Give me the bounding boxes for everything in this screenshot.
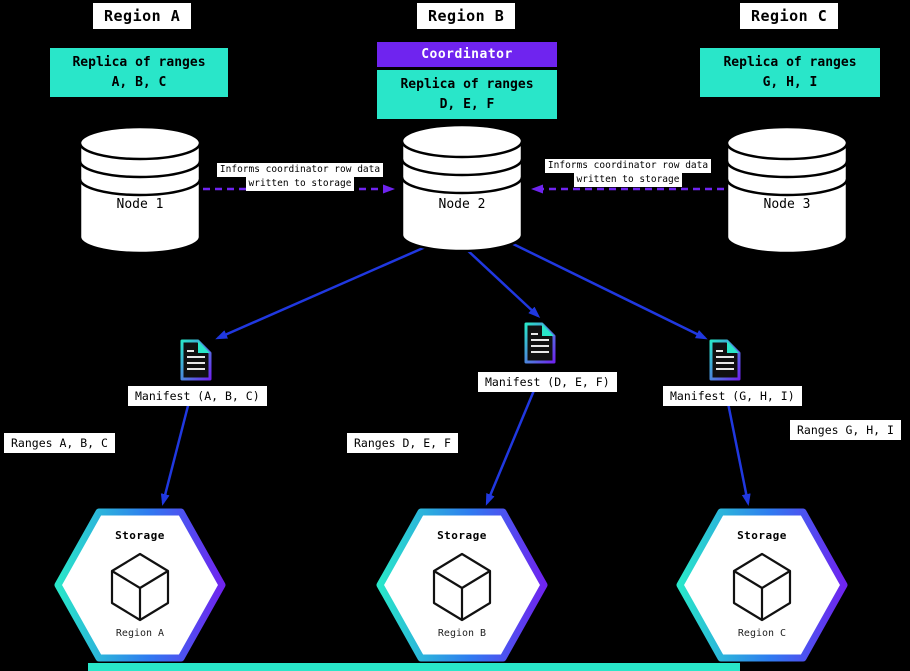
storage-c-region-label: Region C bbox=[737, 628, 787, 639]
manifest-c-document-icon bbox=[709, 339, 741, 381]
manifest-b-document-icon bbox=[524, 322, 556, 364]
node-1-database-icon bbox=[78, 125, 202, 255]
informs-note-right-line1: Informs coordinator row data bbox=[544, 159, 712, 173]
informs-note-left: Informs coordinator row data written to … bbox=[205, 163, 395, 191]
region-b-title: Region B bbox=[417, 3, 516, 29]
manifest-b-label: Manifest (D, E, F) bbox=[478, 372, 617, 392]
manifest-a-document-icon bbox=[180, 339, 212, 381]
manifest-c-to-storage-arrow bbox=[725, 397, 751, 506]
ranges-c-label: Ranges G, H, I bbox=[790, 420, 901, 440]
storage-b-title: Storage bbox=[437, 529, 487, 542]
manifest-a-to-storage-arrow bbox=[160, 397, 192, 506]
manifest-b-to-storage-arrow bbox=[485, 387, 537, 506]
node-3-label: Node 3 bbox=[763, 197, 811, 212]
storage-b-region-label: Region B bbox=[437, 628, 487, 639]
informs-note-left-line2: written to storage bbox=[245, 176, 355, 191]
storage-a-title: Storage bbox=[115, 529, 165, 542]
node-2-label: Node 2 bbox=[438, 197, 486, 212]
region-a-title: Region A bbox=[93, 3, 192, 29]
replica-box-region-a: Replica of ranges A, B, C bbox=[50, 48, 228, 97]
ranges-b-label: Ranges D, E, F bbox=[347, 433, 458, 453]
replica-title-a: Replica of ranges bbox=[72, 55, 206, 70]
node-2-database-icon bbox=[400, 123, 524, 253]
manifest-a-label: Manifest (A, B, C) bbox=[128, 386, 267, 406]
informs-note-right-line2: written to storage bbox=[573, 172, 683, 187]
replica-box-region-c: Replica of ranges G, H, I bbox=[700, 48, 880, 97]
replica-box-region-b: Replica of ranges D, E, F bbox=[377, 70, 557, 119]
informs-note-left-line1: Informs coordinator row data bbox=[216, 163, 384, 177]
replica-title-c: Replica of ranges bbox=[723, 55, 857, 70]
replica-ranges-a: A, B, C bbox=[111, 74, 167, 90]
node-3-database-icon bbox=[725, 125, 849, 255]
node2-to-manifest-c-arrow bbox=[504, 238, 708, 340]
manifest-c-label: Manifest (G, H, I) bbox=[663, 386, 802, 406]
region-c-title: Region C bbox=[740, 3, 839, 29]
informs-note-right: Informs coordinator row data written to … bbox=[533, 159, 723, 187]
storage-a-region-label: Region A bbox=[115, 628, 165, 639]
ranges-a-label: Ranges A, B, C bbox=[4, 433, 115, 453]
node2-to-manifest-b-arrow bbox=[464, 247, 541, 319]
replica-ranges-b: D, E, F bbox=[439, 96, 495, 112]
coordinator-badge: Coordinator bbox=[377, 42, 557, 67]
storage-c-title: Storage bbox=[737, 529, 787, 542]
replica-title-b: Replica of ranges bbox=[400, 77, 534, 92]
replica-ranges-c: G, H, I bbox=[762, 74, 818, 90]
node2-to-manifest-a-arrow bbox=[215, 243, 431, 340]
node-1-label: Node 1 bbox=[116, 197, 164, 212]
bottom-accent-bar bbox=[88, 663, 740, 671]
